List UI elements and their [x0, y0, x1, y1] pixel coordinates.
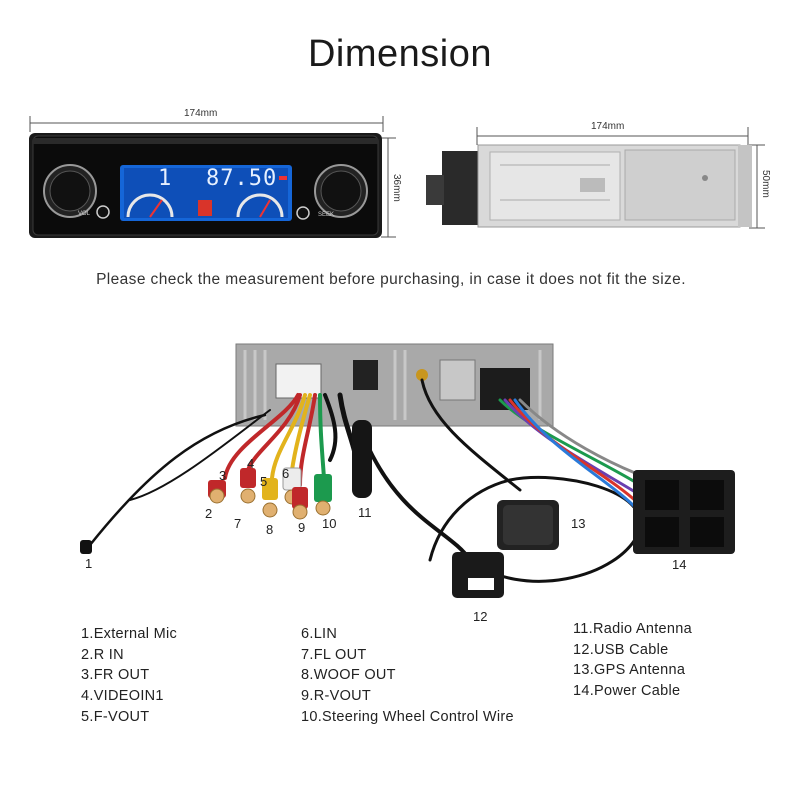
legend-item: 3.FR OUT: [81, 667, 150, 684]
usb-connector: [452, 552, 504, 598]
seek-label: SEEK: [318, 212, 335, 218]
front-height-label: 36mm: [391, 174, 402, 202]
side-height-label: 50mm: [760, 170, 771, 198]
rca-connectors: [208, 420, 372, 520]
callout-14: 14: [672, 557, 687, 572]
callout-4: 4: [247, 456, 255, 471]
callout-13: 13: [571, 516, 586, 531]
legend-column-2: 6.LIN 7.FL OUT 8.WOOF OUT 9.R-VOUT 10.St…: [301, 624, 514, 728]
gps-antenna: [497, 500, 559, 550]
display-frequency: 87.50: [206, 166, 278, 191]
callout-2: 2: [205, 506, 213, 521]
legend-column-1: 1.External Mic 2.R IN 3.FR OUT 4.VIDEOIN…: [81, 624, 177, 728]
legend-item: 2.R IN: [81, 646, 124, 663]
power-connector: [633, 470, 735, 554]
legend-item: 5.F-VOUT: [81, 708, 150, 725]
radio-side-chassis: [426, 144, 752, 228]
legend-item: 9.R-VOUT: [301, 688, 372, 705]
harness-wires: [88, 378, 643, 583]
callout-8: 8: [266, 522, 274, 537]
legend-item: 4.VIDEOIN1: [81, 688, 164, 705]
legend-item: 12.USB Cable: [573, 641, 669, 658]
legend-item: 7.FL OUT: [301, 646, 367, 663]
external-mic: [80, 540, 92, 554]
front-width-label: 174mm: [184, 108, 218, 119]
callout-11: 11: [358, 505, 372, 520]
front-view-dimension-lines: [29, 116, 396, 238]
display-channel: 1: [158, 166, 172, 191]
radio-back-panel: [235, 343, 554, 427]
callout-12: 12: [473, 609, 488, 624]
legend-item: 14.Power Cable: [573, 683, 681, 700]
callout-6: 6: [282, 466, 290, 481]
callout-7: 7: [234, 516, 242, 531]
callout-3: 3: [219, 468, 227, 483]
callout-1: 1: [85, 556, 93, 571]
legend-item: 13.GPS Antenna: [573, 662, 686, 679]
legend-column-3: 11.Radio Antenna 12.USB Cable 13.GPS Ant…: [573, 619, 692, 702]
callout-10: 10: [322, 516, 337, 531]
notice-text: Please check the measurement before purc…: [96, 271, 686, 288]
callout-5: 5: [260, 474, 268, 489]
vol-label: VOL: [78, 211, 91, 217]
page-title: Dimension: [307, 33, 493, 75]
legend-item: 11.Radio Antenna: [573, 621, 693, 637]
legend-item: 6.LIN: [301, 626, 338, 642]
callout-9: 9: [298, 520, 306, 535]
legend-item: 1.External Mic: [81, 626, 178, 642]
legend-item: 8.WOOF OUT: [301, 667, 396, 684]
side-width-label: 174mm: [591, 121, 625, 132]
radio-front-panel: [29, 133, 382, 238]
legend-item: 10.Steering Wheel Control Wire: [301, 708, 514, 725]
